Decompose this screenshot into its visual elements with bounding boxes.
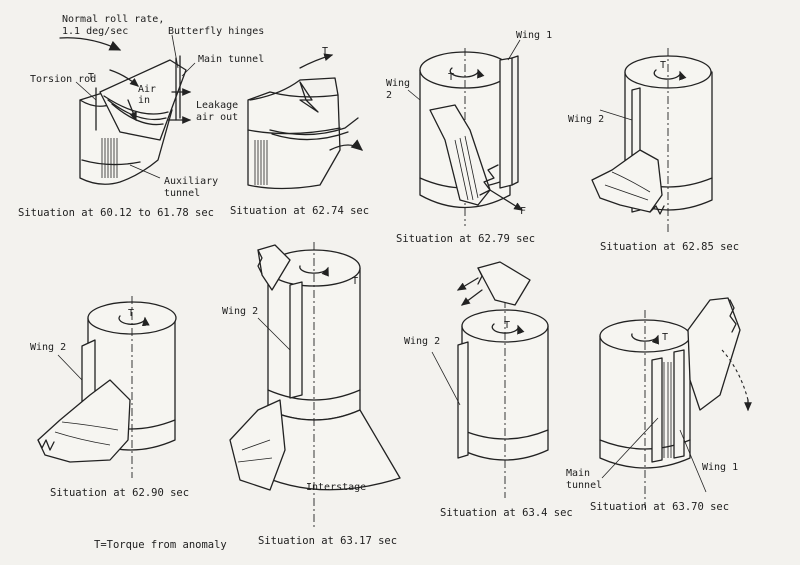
wing-2-label-a2: 2 [386,90,393,101]
torque-t-label-1: T [88,72,95,83]
torque-t-label-8: T [662,332,669,343]
caption-8: Situation at 63.70 sec [590,501,730,513]
panel-2-hinge-opening [247,53,363,190]
torque-t-label-2: T [322,46,329,57]
torque-t-label-7: T [504,320,511,331]
main-tunnel-label-2: tunnel [566,480,603,491]
butterfly-hinges-label: Butterfly hinges [168,26,265,37]
torsion-rod-label: Torsion rod [30,74,97,85]
force-label: F [520,206,527,217]
panel-6-interstage [229,242,401,530]
leakage-label-1: Leakage [196,100,239,111]
caption-2: Situation at 62.74 sec [230,205,370,217]
main-tunnel-top-label: Main tunnel [198,54,265,65]
torque-legend: T=Torque from anomaly [94,539,227,551]
panel-5-cylinder [37,296,177,478]
panel-1-hinge-detail [59,34,196,185]
wing-2-label-b: Wing 2 [568,114,605,125]
torque-t-label-6: T [352,276,359,287]
leakage-label-2: air out [196,112,239,123]
roll-rate-label: Normal roll rate, [62,14,165,25]
auxiliary-tunnel-label-1: Auxiliary [164,176,219,187]
panel-3-cylinder [407,39,524,226]
torque-t-label-5: T [128,308,135,319]
caption-7: Situation at 63.4 sec [440,507,573,519]
torque-t-label-4: T [660,60,667,71]
caption-4: Situation at 62.85 sec [600,241,740,253]
caption-6: Situation at 63.17 sec [258,535,398,547]
wing-2-label-e: Wing 2 [404,336,441,347]
wing-1-label-b: Wing 1 [702,462,739,473]
interstage-label: Interstage [306,482,367,493]
auxiliary-tunnel-label-2: tunnel [164,188,201,199]
main-tunnel-label-1: Main [566,468,591,479]
caption-1: Situation at 60.12 to 61.78 sec [18,207,214,219]
air-in-label-2: in [138,95,151,106]
roll-rate-value-label: 1.1 deg/sec [62,26,129,37]
wing-1-label-a: Wing 1 [516,30,553,41]
wing-2-label-a1: Wing [386,78,411,89]
wing-2-label-c: Wing 2 [30,342,67,353]
torque-t-label-3: T [448,72,455,83]
caption-5: Situation at 62.90 sec [50,487,190,499]
panel-4-cylinder [591,48,713,232]
caption-3: Situation at 62.79 sec [396,233,536,245]
air-in-label-1: Air [138,84,157,95]
panel-7-cylinder [431,261,549,498]
panel-8-cylinder [599,297,752,508]
wing-2-label-d: Wing 2 [222,306,259,317]
